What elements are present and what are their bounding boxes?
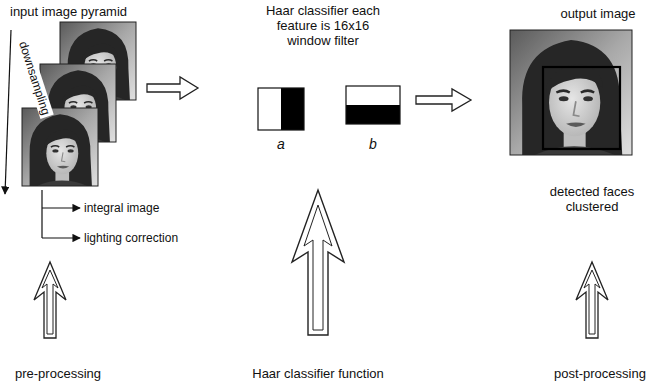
feature-label: b	[369, 136, 377, 153]
section-title: input image pyramid	[10, 4, 127, 20]
note-text: detected faces clustered	[542, 185, 642, 215]
step-label: lighting correction	[84, 231, 178, 245]
stage-label: Haar classifier function	[252, 366, 384, 382]
section-title: Haar classifier each feature is 16x16 wi…	[264, 4, 382, 49]
feature-label: a	[277, 136, 285, 153]
stage-label: post-processing	[554, 366, 646, 382]
step-label: integral image	[84, 201, 159, 215]
section-title: output image	[560, 6, 635, 22]
stage-label: pre-processing	[15, 366, 101, 382]
